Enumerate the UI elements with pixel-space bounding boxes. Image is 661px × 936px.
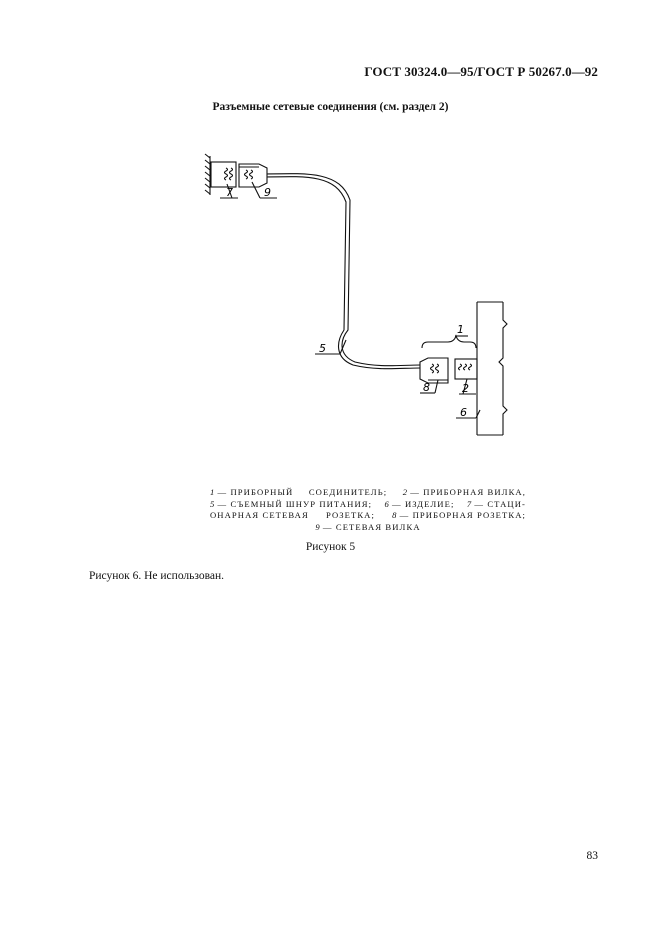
label-8: 8	[423, 381, 430, 394]
caption-text: СЕТЕВАЯ ВИЛКА	[335, 521, 421, 532]
caption-text: СОЕДИНИТЕЛЬ;	[308, 487, 388, 497]
coupler-brace	[421, 334, 477, 349]
label-1: 1	[457, 323, 464, 336]
caption-text: ОНАРНАЯ СЕТЕВАЯ	[210, 510, 309, 520]
caption-text: СТАЦИ-	[487, 498, 526, 509]
caption-num-5: 5	[210, 498, 215, 509]
caption-text: ПРИБОРНАЯ ВИЛКА,	[423, 487, 526, 497]
caption-text: РОЗЕТКА;	[325, 510, 375, 520]
label-6: 6	[460, 406, 467, 419]
label-5: 5	[319, 342, 326, 355]
caption-line-1: 1 — ПРИБОРНЫЙ СОЕДИНИТЕЛЬ; 2 — ПРИБОРНАЯ…	[210, 487, 526, 497]
stationary-socket-7	[210, 161, 237, 188]
caption-num-8: 8	[392, 510, 397, 520]
section-title: Разъемные сетевые соединения (см. раздел…	[212, 101, 449, 113]
caption-num-9: 9	[315, 521, 320, 532]
detachable-cord-5	[266, 173, 421, 370]
leader-lines	[220, 181, 481, 419]
connection-diagram: 7 9 5 1 8 2 6	[204, 153, 508, 436]
caption-line-2: 5 — СЪЕМНЫЙ ШНУР ПИТАНИЯ; 6 — ИЗДЕЛИЕ; 7…	[210, 498, 526, 509]
mains-plug-9	[238, 163, 268, 188]
caption-num-6: 6	[384, 498, 389, 509]
caption-text: СЪЕМНЫЙ ШНУР ПИТАНИЯ;	[230, 498, 373, 509]
page-number: 83	[586, 850, 599, 862]
caption-line-3: ОНАРНАЯ СЕТЕВАЯ РОЗЕТКА; 8 — ПРИБОРНАЯ Р…	[210, 510, 526, 520]
label-7: 7	[226, 186, 233, 199]
standard-header: ГОСТ 30324.0—95/ГОСТ Р 50267.0—92	[364, 64, 598, 79]
label-9: 9	[264, 186, 271, 199]
figure-label: Рисунок 5	[305, 541, 356, 553]
figure-6-note: Рисунок 6. Не использован.	[89, 570, 225, 582]
caption-text: ПРИБОРНЫЙ	[230, 487, 294, 497]
wall-hatch	[204, 153, 211, 195]
figure-caption: 1 — ПРИБОРНЫЙ СОЕДИНИТЕЛЬ; 2 — ПРИБОРНАЯ…	[210, 487, 526, 533]
appliance-socket-8	[419, 357, 449, 384]
equipment-6	[476, 301, 508, 436]
caption-text: ИЗДЕЛИЕ;	[404, 498, 455, 509]
caption-num-1: 1	[210, 487, 215, 497]
caption-text: ПРИБОРНАЯ РОЗЕТКА;	[412, 510, 526, 520]
caption-num-7: 7	[466, 498, 472, 509]
caption-num-2: 2	[402, 487, 407, 497]
appliance-inlet-2	[454, 358, 478, 380]
caption-line-4: 9 — СЕТЕВАЯ ВИЛКА	[315, 521, 421, 532]
figure-5-drawing: 7 9 5 1 8 2 6	[180, 140, 540, 460]
label-2: 2	[462, 382, 469, 395]
